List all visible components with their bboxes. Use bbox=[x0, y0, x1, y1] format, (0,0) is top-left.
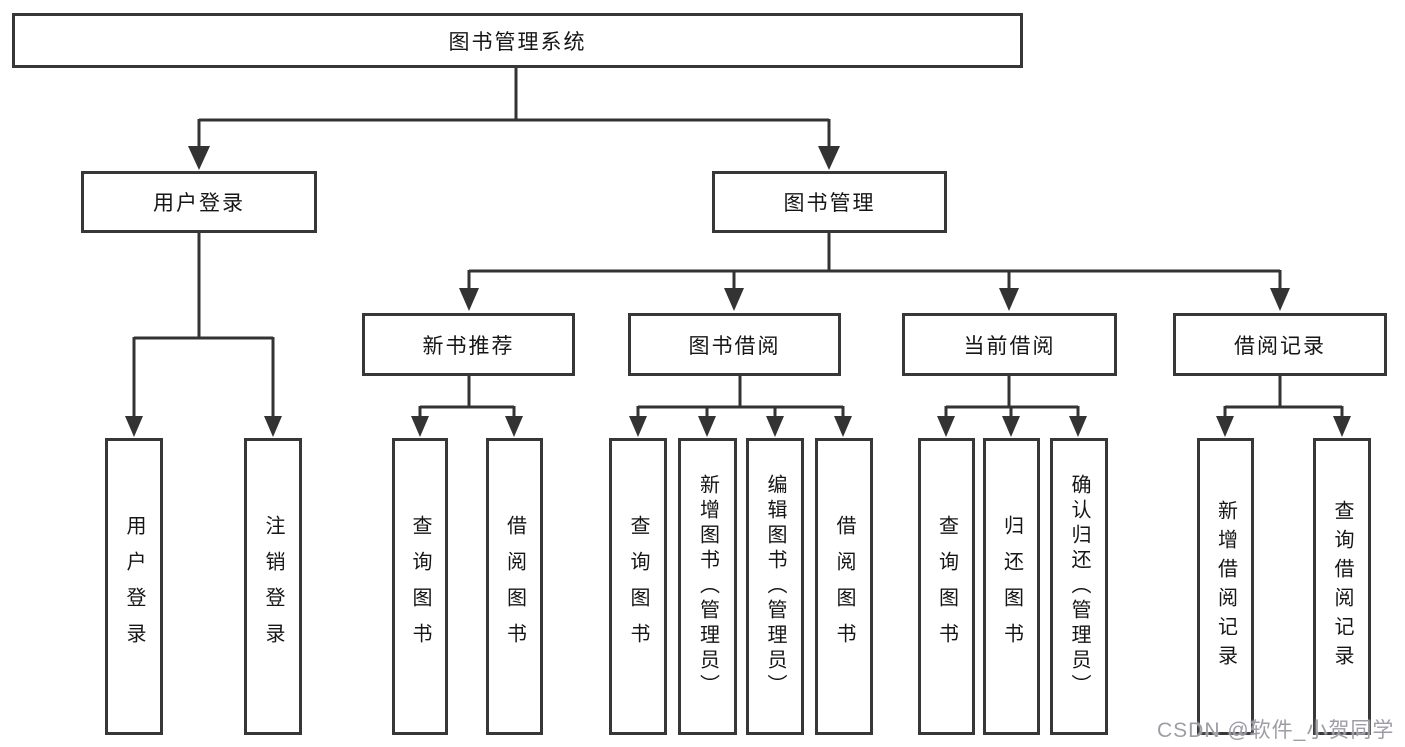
node-label: 新书推荐 bbox=[422, 334, 515, 358]
node-label: 借阅记录 bbox=[1234, 334, 1326, 358]
leaf-query-books: 查询图书 bbox=[392, 438, 448, 735]
leaf-label: 注销登录 bbox=[262, 514, 284, 659]
node-user-login: 用户登录 bbox=[81, 171, 317, 233]
leaf-label: 查询图书 bbox=[935, 514, 958, 659]
leaf-label: 借阅图书 bbox=[833, 514, 855, 659]
node-label: 当前借阅 bbox=[963, 334, 1056, 358]
leaf-label: 新增借阅记录 bbox=[1214, 499, 1237, 674]
leaf-borrow-books: 借阅图书 bbox=[486, 438, 543, 735]
leaf-label: 编辑图书（管理员） bbox=[764, 474, 786, 699]
leaf-confirm-return-admin: 确认归还（管理员） bbox=[1050, 438, 1108, 735]
node-label: 图书管理系统 bbox=[448, 30, 587, 54]
leaf-user-login: 用户登录 bbox=[105, 438, 163, 735]
leaf-label: 新增图书（管理员） bbox=[696, 474, 719, 699]
leaf-label: 借阅图书 bbox=[503, 514, 526, 659]
arrowheads bbox=[125, 146, 1351, 437]
leaf-logout: 注销登录 bbox=[244, 438, 302, 735]
leaf-query-borrow-record: 查询借阅记录 bbox=[1313, 438, 1371, 735]
node-borrow-records: 借阅记录 bbox=[1173, 313, 1387, 376]
csdn-watermark: CSDN @软件_小贺同学 bbox=[1157, 719, 1395, 742]
leaf-query-books: 查询图书 bbox=[609, 438, 667, 735]
leaf-label: 归还图书 bbox=[1000, 514, 1023, 659]
leaf-label: 查询图书 bbox=[627, 514, 649, 659]
leaf-return-books: 归还图书 bbox=[983, 438, 1040, 735]
node-new-book-recommend: 新书推荐 bbox=[362, 313, 575, 376]
node-current-borrow: 当前借阅 bbox=[902, 313, 1117, 376]
node-library-management-system: 图书管理系统 bbox=[12, 13, 1023, 68]
leaf-query-books: 查询图书 bbox=[918, 438, 975, 735]
leaf-label: 查询图书 bbox=[409, 514, 431, 659]
node-label: 用户登录 bbox=[153, 192, 245, 215]
node-book-management: 图书管理 bbox=[712, 171, 947, 233]
leaf-label: 查询借阅记录 bbox=[1331, 499, 1353, 674]
leaf-borrow-books: 借阅图书 bbox=[815, 438, 873, 735]
node-label: 图书借阅 bbox=[688, 334, 781, 358]
leaf-edit-books-admin: 编辑图书（管理员） bbox=[746, 438, 804, 735]
node-label: 图书管理 bbox=[783, 192, 876, 215]
leaf-label: 确认归还（管理员） bbox=[1068, 474, 1090, 699]
node-book-borrow: 图书借阅 bbox=[628, 313, 841, 376]
leaf-add-borrow-record: 新增借阅记录 bbox=[1197, 438, 1254, 735]
leaf-add-books-admin: 新增图书（管理员） bbox=[678, 438, 737, 735]
leaf-label: 用户登录 bbox=[123, 514, 145, 659]
